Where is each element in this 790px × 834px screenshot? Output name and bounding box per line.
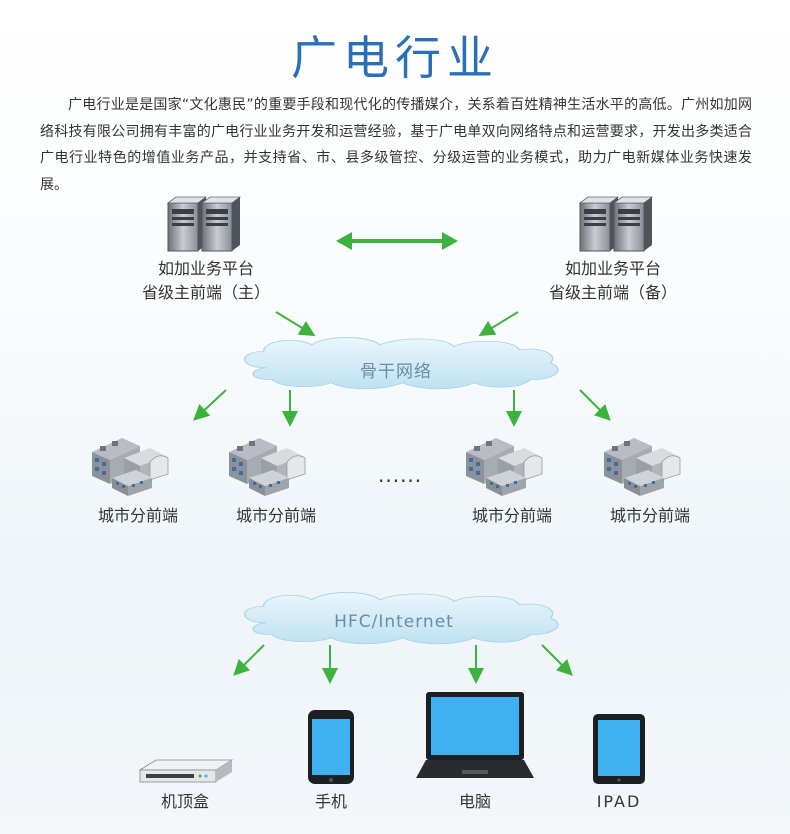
arrow-backup-to-backbone (478, 311, 519, 337)
device-label-ipad: IPAD (596, 792, 642, 811)
set-top-box-icon (138, 759, 234, 783)
city-building-icon-3 (465, 437, 543, 497)
device-label-phone: 手机 (314, 792, 348, 811)
city-node-label-1: 城市分前端 (97, 506, 179, 525)
laptop-icon (416, 692, 534, 778)
device-label-stb: 机顶盒 (160, 792, 210, 811)
server-backup-line2: 省级主前端（备） (548, 283, 678, 302)
city-node-label-4: 城市分前端 (609, 506, 691, 525)
city-building-icon-1 (91, 437, 169, 497)
city-building-icon-4 (603, 437, 681, 497)
arrow-main-to-backbone (275, 311, 316, 337)
server-backup-icon (579, 196, 653, 252)
intro-paragraph: 广电行业是是国家“文化惠民”的重要手段和现代化的传播媒介，关系着百姓精神生活水平… (40, 97, 752, 193)
sync-arrowhead-left (336, 232, 352, 250)
city-node-label-3: 城市分前端 (471, 506, 553, 525)
backbone-label: 骨干网络 (360, 362, 432, 382)
arrow-access-to-stb (233, 644, 265, 676)
server-backup-label: 如加业务平台 省级主前端（备） (549, 257, 677, 305)
arrow-backbone-to-city-1 (193, 389, 227, 421)
server-main-line2: 省级主前端（主） (141, 283, 271, 302)
server-main-label: 如加业务平台 省级主前端（主） (142, 257, 270, 305)
page-title: 广电行业 (291, 31, 499, 85)
device-label-pc: 电脑 (458, 792, 492, 811)
arrow-access-to-ipad (541, 644, 573, 676)
city-building-icon-2 (228, 437, 306, 497)
arrow-backbone-to-city-4 (579, 389, 611, 421)
city-node-label-2: 城市分前端 (235, 506, 317, 525)
server-backup-line1: 如加业务平台 (564, 259, 662, 278)
server-main-icon (167, 196, 241, 252)
access-network-label: HFC/Internet (334, 612, 454, 632)
phone-icon (308, 710, 354, 784)
more-cities-ellipsis: ...... (378, 463, 423, 487)
sync-arrowhead-right (442, 232, 458, 250)
server-main-line1: 如加业务平台 (157, 259, 255, 278)
tablet-icon (593, 714, 645, 784)
